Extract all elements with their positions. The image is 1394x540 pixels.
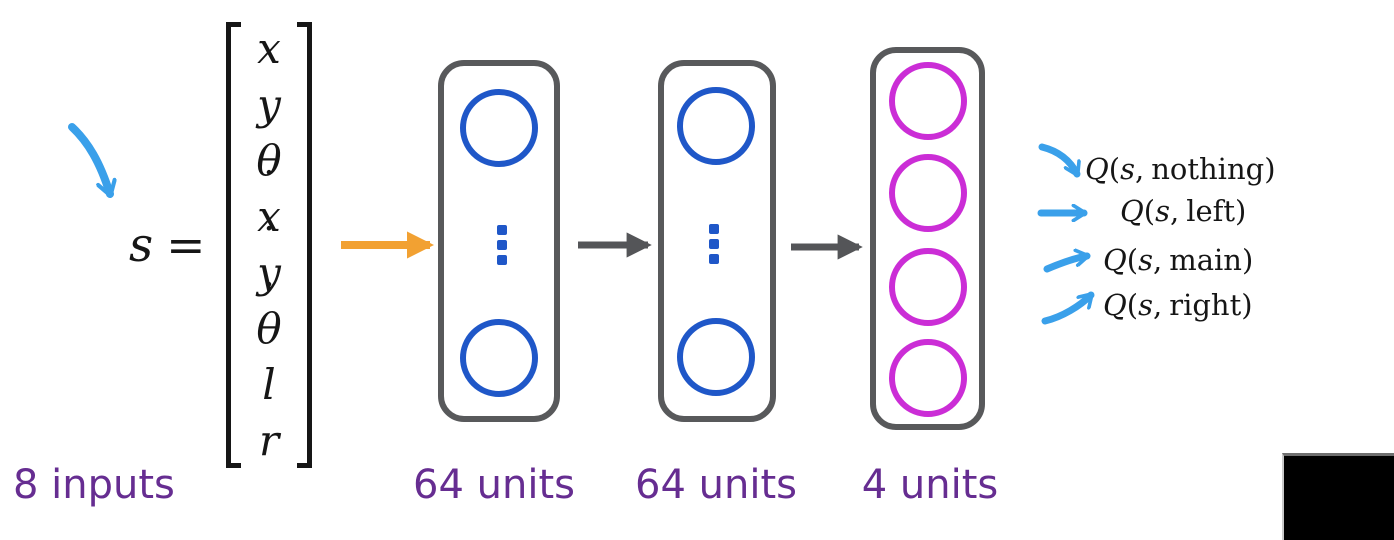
input-count-label: 8 inputs <box>13 462 175 508</box>
vector-glyph: l <box>262 360 276 409</box>
output-neuron-circle <box>889 339 967 417</box>
paren-close: ) <box>1241 288 1253 323</box>
vector-entry: ˙x <box>257 168 281 242</box>
output-arrow-nothing <box>1038 143 1077 178</box>
vector-glyph: y <box>257 80 281 129</box>
q-value-main: Q(s,main) <box>1103 243 1254 278</box>
q-symbol: Q <box>1120 194 1144 229</box>
vector-entry: ˙y <box>257 224 281 298</box>
q-value-right: Q(s,right) <box>1103 288 1253 323</box>
neuron-circle <box>677 318 755 396</box>
vector-glyph: θ <box>256 304 282 353</box>
output-neuron-circle <box>889 154 967 232</box>
paren-open: ( <box>1126 243 1139 278</box>
s-symbol: s <box>1155 194 1170 229</box>
layer1-size-label: 64 units <box>413 462 575 508</box>
vector-entry: x <box>257 24 281 74</box>
equals-sign: = <box>166 218 206 273</box>
vector-left-bracket <box>226 22 241 468</box>
ellipsis-dots <box>497 225 507 265</box>
black-corner-box <box>1282 453 1394 540</box>
state-annotation-arrow <box>68 123 110 198</box>
action-name: right <box>1169 288 1242 323</box>
vector-glyph: x <box>257 24 281 73</box>
action-name: nothing <box>1151 152 1265 187</box>
vector-entry: r <box>259 416 279 466</box>
comma: , <box>1153 288 1163 323</box>
vector-entry: ˙θ <box>256 280 282 354</box>
ellipsis-dot <box>709 254 719 264</box>
hidden-layer-2 <box>658 60 776 422</box>
dot-accent: ˙ <box>259 165 279 211</box>
s-symbol: s <box>1138 243 1153 278</box>
state-vector: x y θ ˙x ˙y ˙θ l r <box>226 22 312 468</box>
comma: , <box>1153 243 1163 278</box>
s-symbol: s <box>1120 152 1135 187</box>
comma: , <box>1135 152 1145 187</box>
q-symbol: Q <box>1103 288 1127 323</box>
output-arrow-right <box>1041 291 1095 325</box>
ellipsis-dots <box>709 224 719 264</box>
layer3-size-label: 4 units <box>861 462 999 508</box>
vector-entries: x y θ ˙x ˙y ˙θ l r <box>241 24 297 466</box>
ellipsis-dot <box>709 224 719 234</box>
hidden-layer-1 <box>438 60 560 422</box>
action-name: left <box>1186 194 1236 229</box>
vector-glyph: y <box>257 248 281 297</box>
ellipsis-dot <box>497 225 507 235</box>
paren-close: ) <box>1264 152 1276 187</box>
output-arrow-main <box>1043 256 1091 273</box>
vector-entry: l <box>262 360 275 410</box>
ellipsis-dot <box>497 240 507 250</box>
paren-open: ( <box>1143 194 1156 229</box>
output-neuron-circle <box>889 248 967 326</box>
q-symbol: Q <box>1085 152 1109 187</box>
vector-entry: y <box>257 80 281 130</box>
comma: , <box>1170 194 1180 229</box>
vector-glyph: x <box>257 192 281 241</box>
q-symbol: Q <box>1103 243 1127 278</box>
output-layer <box>870 47 985 430</box>
paren-close: ) <box>1235 194 1247 229</box>
paren-open: ( <box>1126 288 1139 323</box>
vector-glyph: θ <box>256 136 282 185</box>
ellipsis-dot <box>709 239 719 249</box>
vector-glyph: r <box>258 416 280 465</box>
output-neuron-circle <box>889 62 967 140</box>
state-symbol: s <box>129 218 154 273</box>
vector-entry: θ <box>256 136 281 186</box>
neuron-circle <box>460 319 538 397</box>
q-value-left: Q(s,left) <box>1120 194 1247 229</box>
action-name: main <box>1169 243 1242 278</box>
neuron-circle <box>460 89 538 167</box>
paren-close: ) <box>1241 243 1254 278</box>
vector-right-bracket <box>297 22 312 468</box>
ellipsis-dot <box>497 255 507 265</box>
neuron-circle <box>677 87 755 165</box>
dot-accent: ˙ <box>258 277 279 323</box>
dot-accent: ˙ <box>258 221 279 267</box>
s-symbol: s <box>1138 288 1153 323</box>
q-value-nothing: Q(s,nothing) <box>1085 152 1276 187</box>
layer2-size-label: 64 units <box>635 462 797 508</box>
state-equation: s = <box>129 222 206 269</box>
paren-open: ( <box>1108 152 1121 187</box>
